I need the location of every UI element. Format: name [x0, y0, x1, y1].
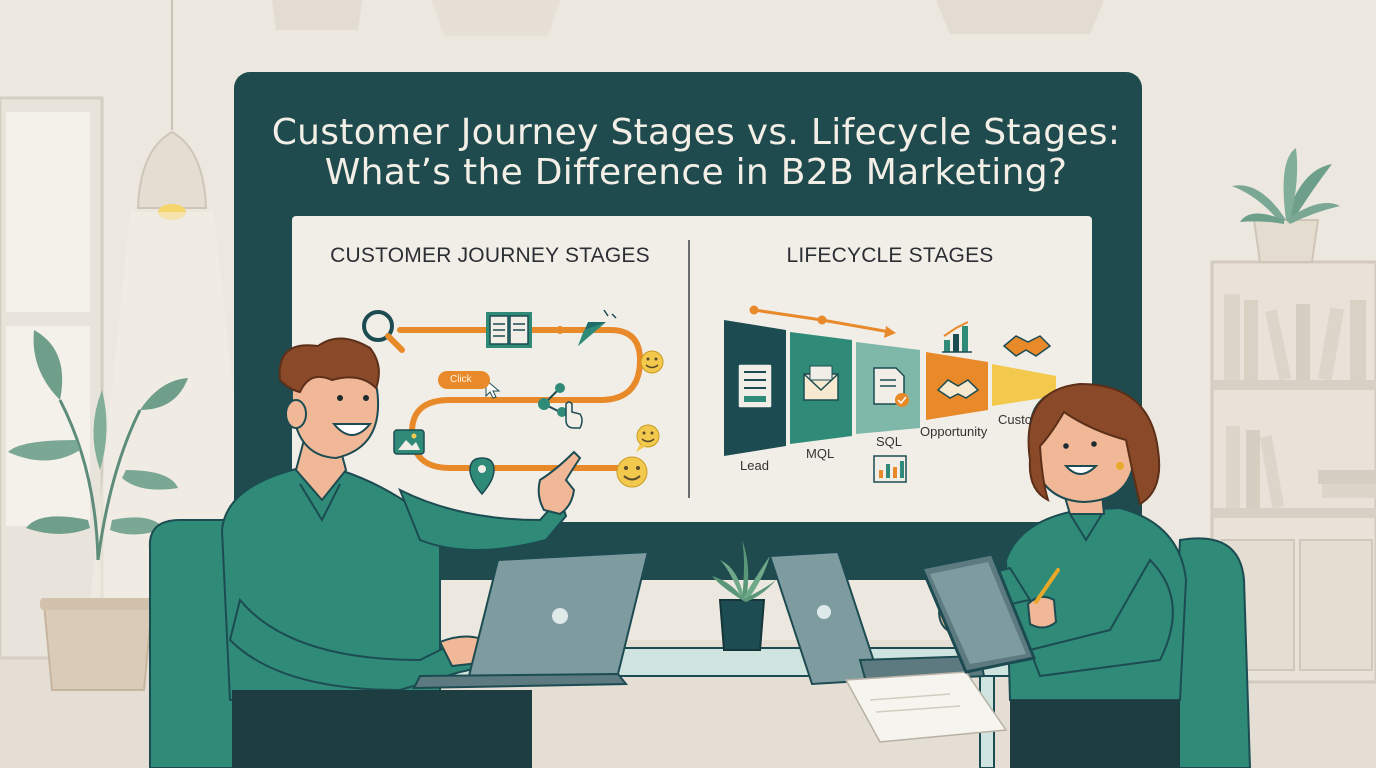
stage-label-sql: SQL	[876, 434, 903, 449]
stage-label-mql: MQL	[806, 446, 835, 461]
click-cursor-icon	[485, 378, 501, 399]
form-icon	[737, 363, 773, 409]
heading-customer-journey: CUSTOMER JOURNEY STAGES	[330, 244, 650, 267]
stage-label-lead: Lead	[740, 458, 769, 473]
lifecycle-arrow	[749, 305, 896, 338]
paper-sheet	[844, 671, 1008, 743]
smiley-chat-icon	[636, 424, 660, 452]
pointer-hand-icon	[565, 401, 583, 429]
smiley-large-icon	[616, 456, 648, 488]
location-pin-icon	[469, 457, 495, 496]
heading-lifecycle: LIFECYCLE STAGES	[786, 244, 994, 267]
magnifier-icon	[362, 310, 405, 353]
handshake-top-icon	[1002, 335, 1052, 357]
stage-label-opportunity: Opportunity	[920, 424, 988, 439]
document-check-icon	[873, 367, 909, 407]
stage-label-customer: Custo	[998, 412, 1032, 427]
man-figure	[148, 337, 582, 768]
whiteboard-panel	[292, 216, 1092, 522]
laptop-left	[412, 550, 650, 690]
shelf-plant	[1232, 148, 1340, 263]
cursor-arrow-icon	[578, 309, 617, 346]
tablet	[919, 552, 1037, 674]
woman-figure	[938, 382, 1252, 768]
title-line-2: What’s the Difference in B2B Marketing?	[324, 152, 1068, 193]
share-node-icon	[538, 383, 567, 417]
floor-plant	[8, 330, 188, 691]
click-pill: Click	[438, 371, 490, 389]
smiley-icon	[640, 350, 664, 374]
report-chart-icon	[873, 455, 907, 483]
envelope-icon	[803, 365, 839, 401]
desk-plant	[712, 540, 776, 651]
image-icon	[393, 429, 425, 455]
ceiling-lamps	[272, 0, 1104, 36]
book-icon	[486, 312, 532, 348]
pen-hand	[1026, 568, 1060, 629]
handshake-icon	[936, 379, 980, 399]
bar-chart-up-icon	[942, 321, 972, 353]
title-line-1: Customer Journey Stages vs. Lifecycle St…	[271, 112, 1121, 153]
